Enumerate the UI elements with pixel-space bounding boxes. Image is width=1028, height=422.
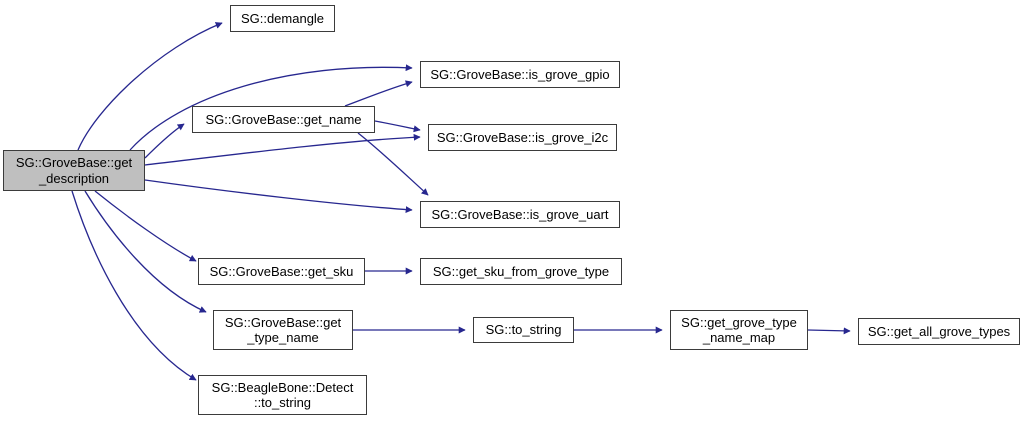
graph-edge-get_name-to-is_grove_i2c [374,120,421,133]
graph-node-beaglebone_to_string[interactable]: SG::BeagleBone::Detect ::to_string [198,375,367,415]
graph-node-label: SG::get_sku_from_grove_type [432,263,610,279]
graph-node-label: SG::to_string [485,322,562,338]
graph-node-label: SG::GroveBase::get _description [15,155,133,186]
graph-node-is_grove_uart[interactable]: SG::GroveBase::is_grove_uart [420,201,620,228]
graph-node-label: SG::get_all_grove_types [867,323,1011,339]
graph-node-label: SG::GroveBase::is_grove_i2c [436,129,609,145]
graph-edge-get_description-to-get_type_name [84,190,207,313]
graph-edge-get_description-to-get_sku [94,190,197,262]
graph-edge-get_description-to-beaglebone_to_string [71,190,197,381]
graph-node-label: SG::demangle [240,10,325,26]
graph-node-label: SG::GroveBase::get _type_name [224,314,342,346]
graph-node-get_type_name[interactable]: SG::GroveBase::get _type_name [213,310,353,350]
graph-node-get_description[interactable]: SG::GroveBase::get _description [3,150,145,191]
graph-node-is_grove_i2c[interactable]: SG::GroveBase::is_grove_i2c [428,124,617,151]
graph-node-to_string[interactable]: SG::to_string [473,317,574,343]
graph-edge-get_description-to-is_grove_uart [144,179,413,214]
graph-node-label: SG::GroveBase::is_grove_gpio [430,66,610,82]
graph-edge-get_description-to-is_grove_i2c [144,133,421,166]
graph-edge-get_name-to-is_grove_uart [357,132,429,196]
graph-node-get_name[interactable]: SG::GroveBase::get_name [192,106,375,133]
graph-edge-get_description-to-get_name [144,123,185,159]
graph-node-get_sku_from_grove_type[interactable]: SG::get_sku_from_grove_type [420,258,622,285]
graph-node-demangle[interactable]: SG::demangle [230,5,335,32]
graph-edge-get_name-to-is_grove_gpio [344,80,413,107]
graph-node-is_grove_gpio[interactable]: SG::GroveBase::is_grove_gpio [420,61,620,88]
graph-node-label: SG::GroveBase::get_name [205,111,362,127]
graph-node-get_sku[interactable]: SG::GroveBase::get_sku [198,258,365,285]
graph-node-get_all_grove_types[interactable]: SG::get_all_grove_types [858,318,1020,345]
graph-node-label: SG::get_grove_type _name_map [681,314,797,346]
graph-node-label: SG::BeagleBone::Detect ::to_string [211,379,354,411]
graph-edge-get_grove_type_name_map-to-get_all_grove_types [807,327,851,335]
graph-node-get_grove_type_name_map[interactable]: SG::get_grove_type _name_map [670,310,808,350]
graph-node-label: SG::GroveBase::is_grove_uart [431,206,609,222]
graph-node-label: SG::GroveBase::get_sku [209,263,354,279]
